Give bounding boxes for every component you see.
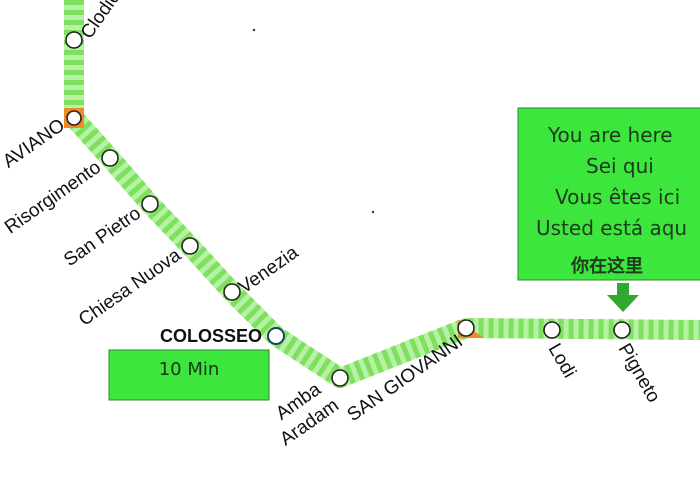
station-ottaviano[interactable] <box>66 110 82 126</box>
station-colosseo[interactable] <box>267 327 285 345</box>
you-are-here-line-zh: 你在这里 <box>570 255 643 277</box>
travel-time-label: 10 Min <box>159 359 220 380</box>
label-clodio: Clodio <box>77 0 125 43</box>
station-amba-aradam[interactable] <box>331 369 349 387</box>
label-ottaviano: AVIANO <box>0 115 69 173</box>
label-chiesa-nuova: Chiesa Nuova <box>75 245 185 331</box>
station-pigneto[interactable] <box>613 321 631 339</box>
station-san-pietro[interactable] <box>141 195 159 213</box>
map-dot <box>252 28 256 32</box>
label-colosseo: COLOSSEO <box>160 326 262 346</box>
station-lodi[interactable] <box>543 321 561 339</box>
map-dot <box>371 210 375 214</box>
you-are-here-line-it: Sei qui <box>586 154 654 178</box>
you-are-here-line-en: You are here <box>547 123 673 147</box>
station-san-giovanni[interactable] <box>457 319 475 337</box>
you-are-here-line-es: Usted está aqu <box>536 216 687 240</box>
label-lodi: Lodi <box>544 340 580 382</box>
you-are-here-line-fr: Vous êtes ici <box>555 185 680 209</box>
label-san-pietro: San Pietro <box>60 203 145 271</box>
station-markers <box>65 31 631 387</box>
station-clodio[interactable] <box>65 31 83 49</box>
station-venezia[interactable] <box>223 283 241 301</box>
label-pigneto: Pigneto <box>614 340 664 406</box>
station-chiesa-nuova[interactable] <box>181 237 199 255</box>
label-risorgimento: Risorgimento <box>1 157 105 238</box>
station-risorgimento[interactable] <box>101 149 119 167</box>
down-arrow-icon <box>607 283 639 312</box>
label-venezia: Venezia <box>235 242 303 298</box>
you-are-here-box: You are here Sei qui Vous êtes ici Usted… <box>517 107 700 281</box>
travel-time-box: 10 Min <box>108 349 270 401</box>
